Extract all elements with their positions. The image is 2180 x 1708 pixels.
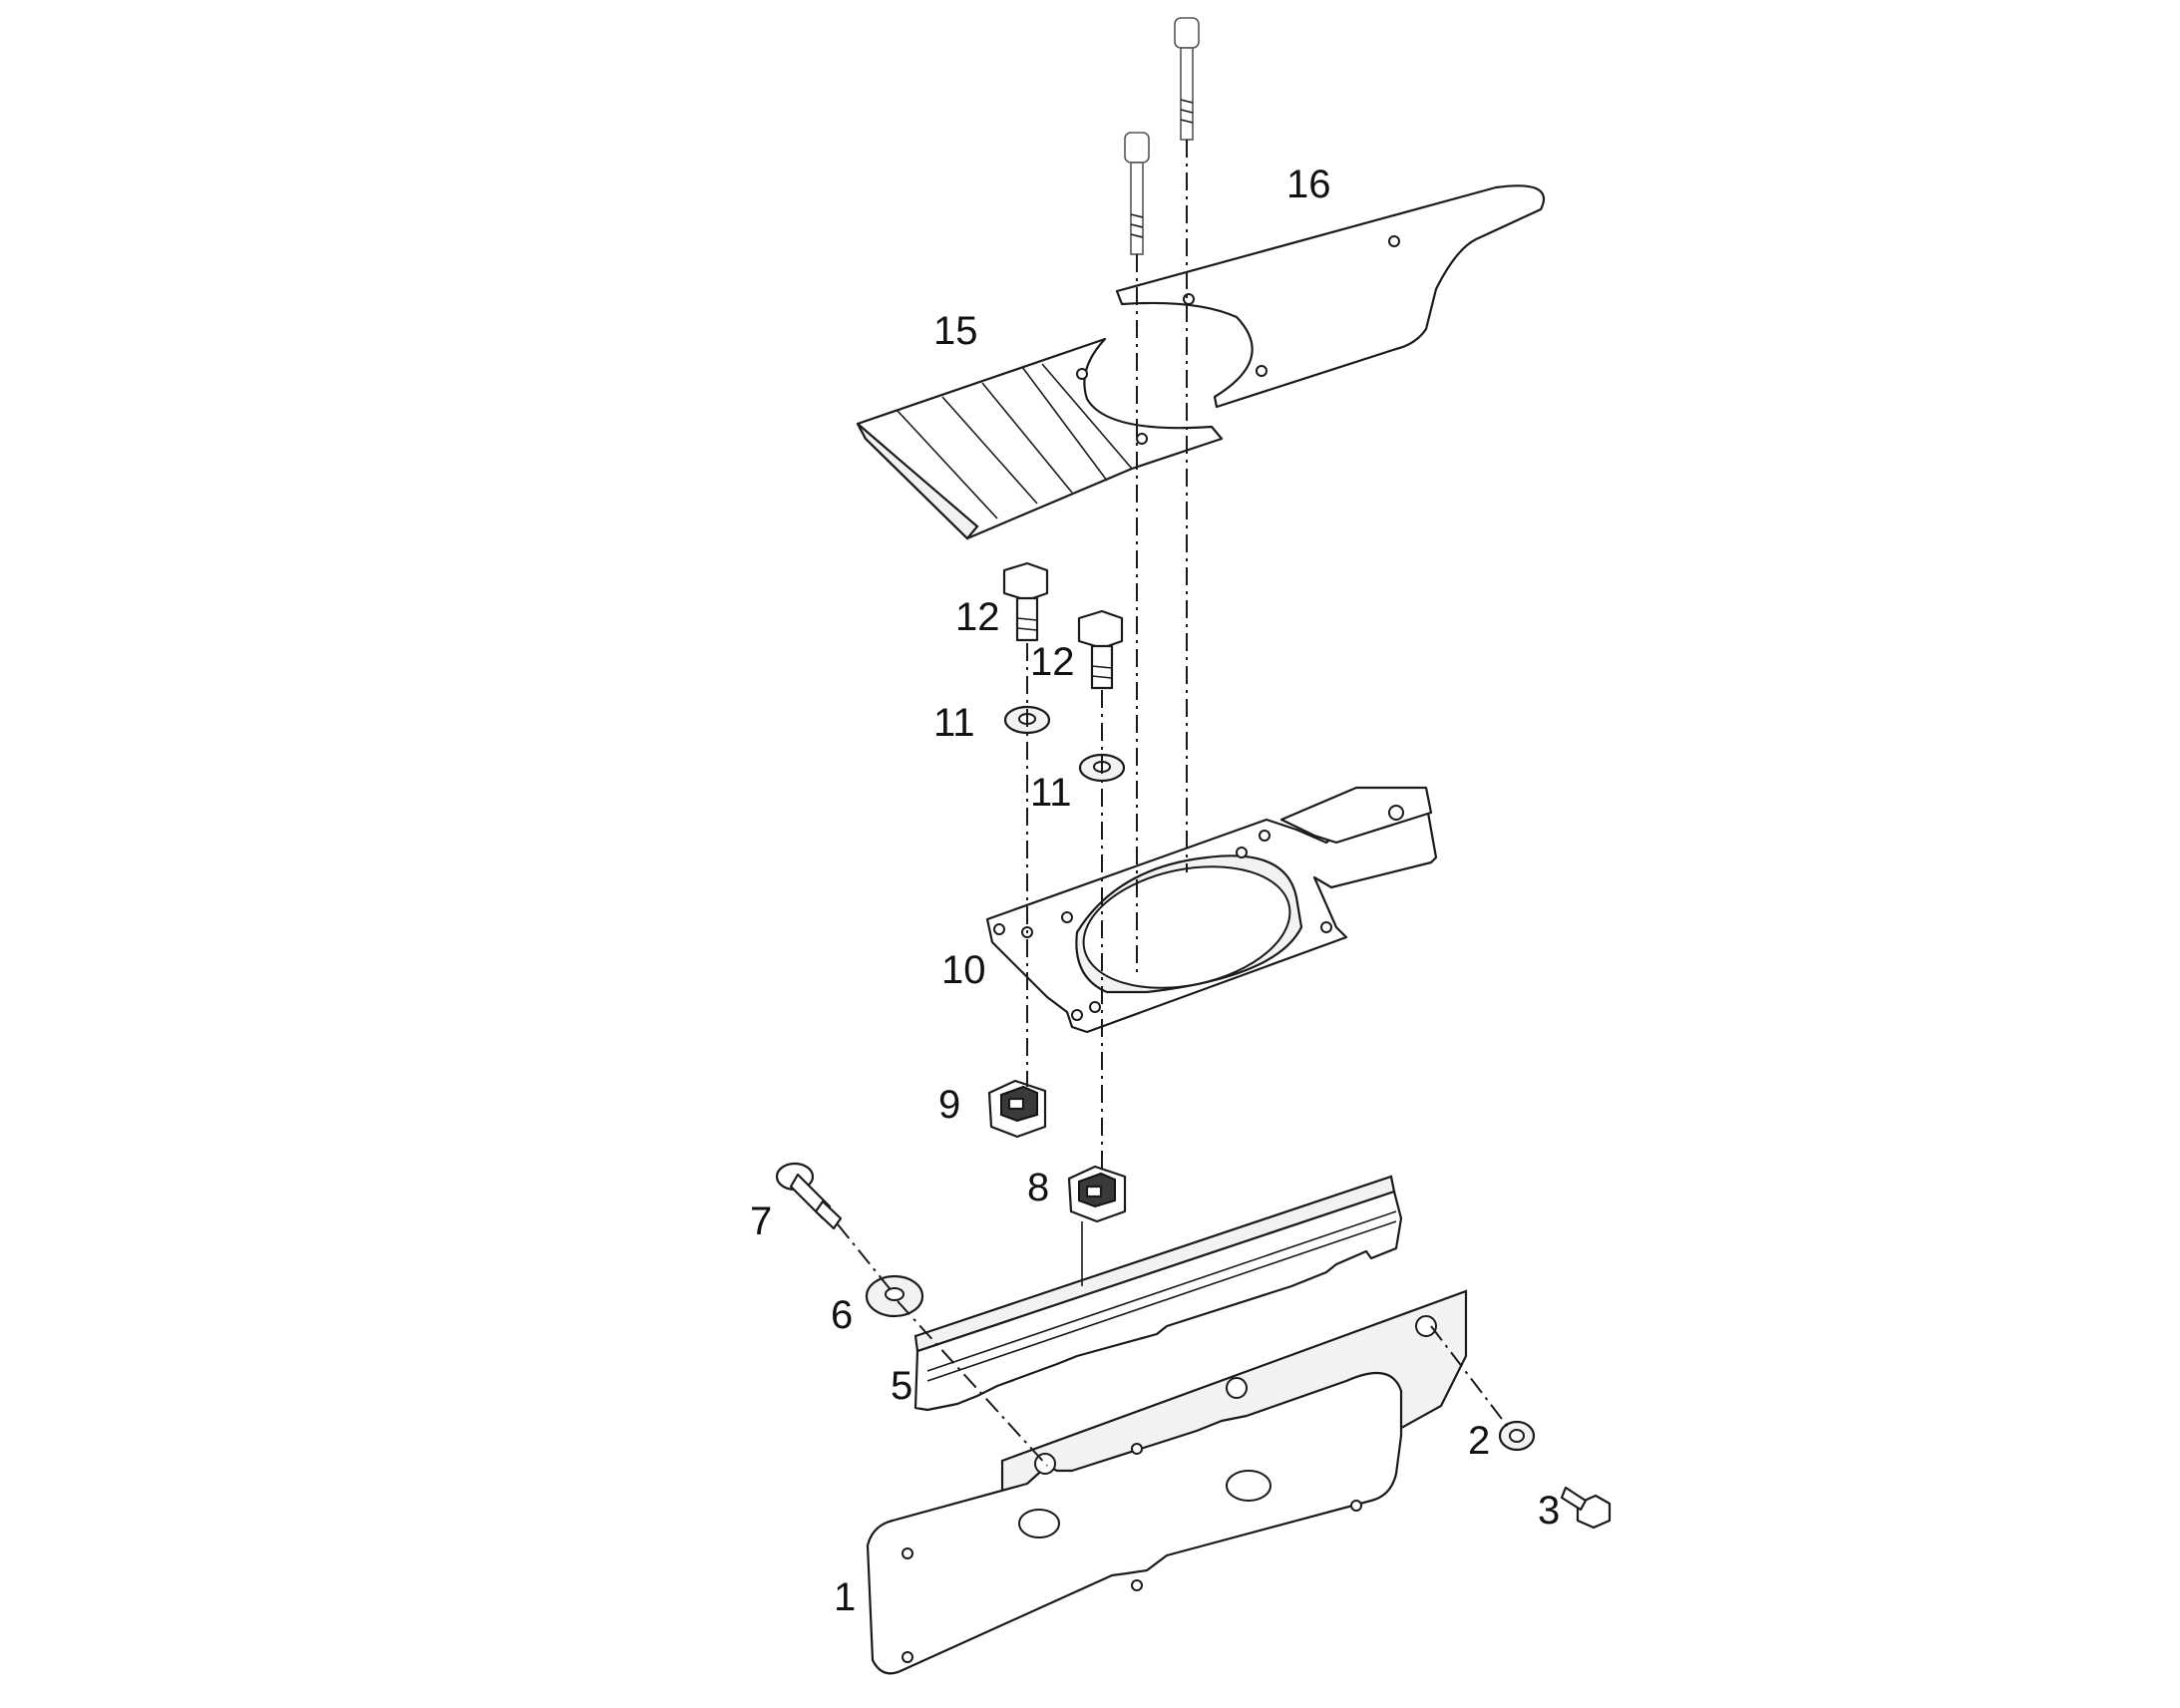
part-1-bracket-plate — [866, 1289, 1468, 1675]
part-10-mounting-plate — [985, 786, 1438, 1034]
part-12-bolt-b — [1077, 609, 1124, 690]
part-6-washer — [865, 1274, 924, 1318]
callout-2: 2 — [1468, 1419, 1490, 1463]
callout-1: 1 — [834, 1575, 856, 1619]
callout-12a: 12 — [955, 595, 1000, 639]
part-12-bolt-a — [1002, 561, 1049, 642]
callout-11b: 11 — [1030, 771, 1072, 815]
part-3-hex-screw — [1560, 1486, 1612, 1530]
alignment-lines — [837, 140, 1512, 1467]
callout-5: 5 — [891, 1364, 912, 1408]
callout-15: 15 — [933, 309, 978, 353]
callout-6: 6 — [831, 1293, 853, 1337]
callout-7: 7 — [750, 1199, 772, 1243]
part-5-rail — [913, 1175, 1403, 1412]
callout-16: 16 — [1286, 163, 1331, 206]
part-9-slide-block — [987, 1079, 1047, 1139]
callout-8: 8 — [1027, 1166, 1049, 1209]
callout-3: 3 — [1538, 1489, 1560, 1533]
part-15-ribbed-plate — [856, 337, 1224, 540]
part-8-slide-block — [1067, 1165, 1127, 1223]
part-16-plate — [1115, 184, 1546, 409]
part-7-shoulder-bolt — [775, 1162, 843, 1230]
part-2-washer — [1498, 1420, 1536, 1452]
callout-11a: 11 — [933, 701, 975, 745]
callout-12b: 12 — [1030, 640, 1075, 684]
callout-10: 10 — [941, 948, 986, 992]
cap-screw-short — [1124, 132, 1150, 255]
cap-screw-long — [1174, 17, 1200, 141]
callout-9: 9 — [938, 1083, 960, 1127]
